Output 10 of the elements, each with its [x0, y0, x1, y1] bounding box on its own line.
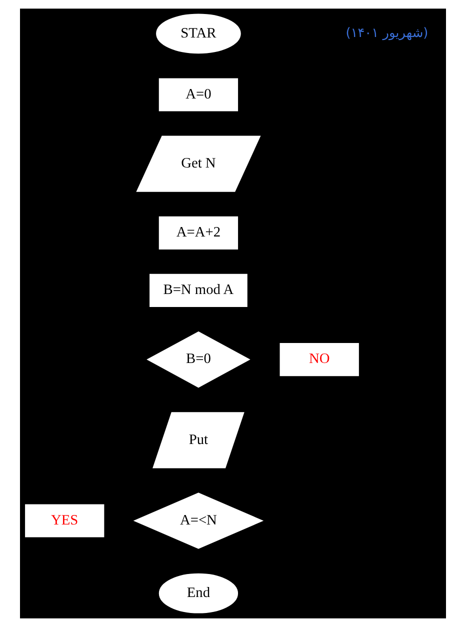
node-box: A=A+2: [158, 216, 238, 250]
node-ellipse: End: [158, 573, 238, 614]
label: (شهریور ۱۴۰۱): [346, 26, 428, 41]
node-box: B=N mod A: [150, 274, 248, 308]
node-box: NO: [280, 343, 359, 376]
node-diamond: B=0: [146, 331, 250, 388]
node-box: A=0: [158, 78, 238, 112]
node-ellipse: STAR: [156, 14, 241, 54]
node-box: YES: [25, 504, 104, 538]
node-diamond: A=<N: [133, 492, 264, 549]
